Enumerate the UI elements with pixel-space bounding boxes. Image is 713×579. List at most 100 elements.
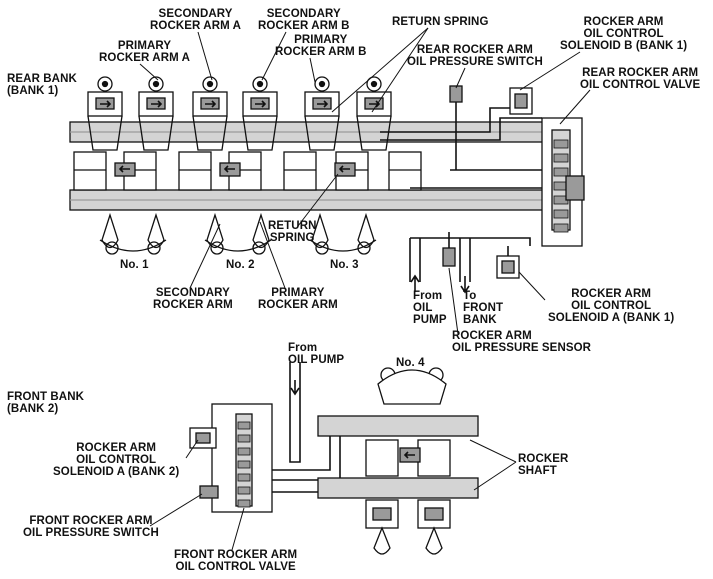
leader-line-18 bbox=[469, 439, 517, 463]
rear-pressure-switch-body bbox=[449, 85, 463, 103]
rear-bank-assembly bbox=[69, 76, 585, 279]
front-upper-piston-arrow bbox=[403, 451, 415, 459]
rear-bank-oil-passages bbox=[380, 102, 542, 294]
front-ocv-land bbox=[237, 486, 251, 495]
rear-ocv-land bbox=[553, 223, 569, 233]
label-rear-bank: REAR BANK (BANK 1) bbox=[7, 73, 77, 97]
upper-rocker-body-3 bbox=[192, 115, 228, 151]
upper-roller-pin-6 bbox=[370, 80, 378, 88]
arrow-from-oil-pump-bottom bbox=[290, 380, 300, 396]
front-pressure-switch-body bbox=[199, 485, 219, 499]
front-ocv-land bbox=[237, 460, 251, 469]
label-front-rocker-arm-ocv: FRONT ROCKER ARM OIL CONTROL VALVE bbox=[174, 549, 298, 573]
upper-roller-pin-1 bbox=[101, 80, 109, 88]
front-ocv-land bbox=[237, 499, 251, 508]
leader-line-13 bbox=[518, 271, 546, 301]
label-primary-rocker-arm-b: PRIMARY ROCKER ARM B bbox=[275, 34, 367, 58]
label-rocker-arm-ocs-a-bank1: ROCKER ARM OIL CONTROL SOLENOID A (BANK … bbox=[548, 288, 675, 324]
rear-cam-lobe-a-2 bbox=[210, 241, 224, 255]
leader-line-11 bbox=[189, 223, 221, 289]
front-rocker-upper-block-1 bbox=[365, 439, 399, 477]
rear-ocv-side-port bbox=[565, 175, 585, 201]
rear-lower-lobe-right-3 bbox=[357, 212, 375, 249]
rear-ocv-land bbox=[553, 139, 569, 149]
upper-roller-cap-2 bbox=[148, 76, 164, 92]
label-cylinder-no1: No. 1 bbox=[120, 259, 149, 271]
leader-line-7 bbox=[519, 51, 581, 91]
rear-cam-bridge-3 bbox=[309, 239, 377, 252]
rear-cam-bridge-1 bbox=[99, 239, 167, 252]
lower-rocker-block-3 bbox=[178, 151, 212, 191]
leader-line-2 bbox=[261, 31, 287, 81]
upper-piston-arrow-4 bbox=[255, 100, 267, 108]
label-secondary-rocker-arm: SECONDARY ROCKER ARM bbox=[153, 287, 233, 311]
label-rocker-shaft: ROCKER SHAFT bbox=[518, 453, 569, 477]
leader-lines bbox=[139, 27, 591, 551]
leader-line-3 bbox=[139, 63, 159, 81]
solenoid-b-bank1-coil bbox=[514, 93, 528, 109]
upper-rocker-body-5 bbox=[304, 115, 340, 151]
rear-cam-lobe-a-3 bbox=[315, 241, 329, 255]
leader-line-16 bbox=[149, 493, 203, 527]
lower-rocker-block-1 bbox=[73, 151, 107, 191]
front-lower-rocker-shaft bbox=[317, 477, 479, 499]
upper-roller-cap-3 bbox=[202, 76, 218, 92]
front-ocv-land bbox=[237, 434, 251, 443]
leader-line-4 bbox=[309, 57, 316, 83]
upper-roller-cap-6 bbox=[366, 76, 382, 92]
label-cylinder-no2: No. 2 bbox=[226, 259, 255, 271]
label-from-oil-pump-top: From OIL PUMP bbox=[413, 290, 447, 326]
arrow-to-front-bank bbox=[460, 276, 470, 294]
rear-cam-lobe-b-2 bbox=[252, 241, 266, 255]
label-return-spring-mid: RETURN SPRING bbox=[268, 220, 317, 244]
rear-ocv-land bbox=[553, 167, 569, 177]
front-oil-supply-pipe bbox=[289, 362, 301, 463]
label-primary-rocker-arm-a: PRIMARY ROCKER ARM A bbox=[99, 40, 191, 64]
front-ocv-land bbox=[237, 421, 251, 430]
front-lower-lobe-2 bbox=[425, 526, 443, 555]
no4-rocker-top bbox=[377, 369, 447, 405]
rear-oil-passage-2 bbox=[380, 117, 542, 141]
label-primary-rocker-arm: PRIMARY ROCKER ARM bbox=[258, 287, 338, 311]
upper-piston-arrow-2 bbox=[151, 100, 163, 108]
rear-cam-lobe-a-1 bbox=[105, 241, 119, 255]
arrow-from-oil-pump-top bbox=[410, 274, 420, 292]
rear-cam-lobe-b-3 bbox=[357, 241, 371, 255]
label-rocker-arm-ocs-a-bank2: ROCKER ARM OIL CONTROL SOLENOID A (BANK … bbox=[53, 442, 180, 478]
lower-piston-arrow-2 bbox=[223, 165, 235, 173]
front-rocker-upper-block-2 bbox=[417, 439, 451, 477]
front-bank-assembly bbox=[189, 362, 479, 555]
lower-piston-arrow-3 bbox=[338, 165, 350, 173]
front-ocv-land bbox=[237, 447, 251, 456]
upper-roller-cap-5 bbox=[314, 76, 330, 92]
leader-line-6 bbox=[371, 27, 429, 113]
leader-line-19 bbox=[473, 461, 517, 491]
rear-oil-passage-6 bbox=[410, 237, 531, 246]
rear-lower-lobe-left-1 bbox=[101, 212, 119, 249]
upper-roller-cap-1 bbox=[97, 76, 113, 92]
rear-lower-lobe-left-3 bbox=[311, 212, 329, 249]
label-secondary-rocker-arm-a: SECONDARY ROCKER ARM A bbox=[150, 8, 242, 32]
upper-roller-pin-2 bbox=[152, 80, 160, 88]
rear-oil-passage-1 bbox=[380, 107, 510, 133]
upper-roller-pin-3 bbox=[206, 80, 214, 88]
label-front-rocker-arm-ops-switch: FRONT ROCKER ARM OIL PRESSURE SWITCH bbox=[23, 515, 159, 539]
label-rear-rocker-arm-ocv: REAR ROCKER ARM OIL CONTROL VALVE bbox=[580, 67, 701, 91]
rear-lower-lobe-right-1 bbox=[147, 212, 165, 249]
leader-line-17 bbox=[231, 507, 245, 551]
leader-line-1 bbox=[197, 31, 213, 81]
upper-piston-arrow-1 bbox=[100, 100, 112, 108]
upper-rocker-body-6 bbox=[356, 115, 392, 151]
label-secondary-rocker-arm-b: SECONDARY ROCKER ARM B bbox=[258, 8, 350, 32]
rear-ocv-land bbox=[553, 153, 569, 163]
label-return-spring-top: RETURN SPRING bbox=[392, 16, 489, 28]
upper-roller-pin-4 bbox=[256, 80, 264, 88]
upper-piston-arrow-5 bbox=[317, 100, 329, 108]
front-lower-lobe-1 bbox=[373, 526, 391, 555]
leader-line-9 bbox=[559, 89, 591, 125]
front-upper-rocker-shaft bbox=[317, 415, 479, 437]
rear-ocv-land bbox=[553, 209, 569, 219]
label-rocker-arm-ops-sensor: ROCKER ARM OIL PRESSURE SENSOR bbox=[452, 330, 592, 354]
leader-line-8 bbox=[455, 67, 466, 89]
